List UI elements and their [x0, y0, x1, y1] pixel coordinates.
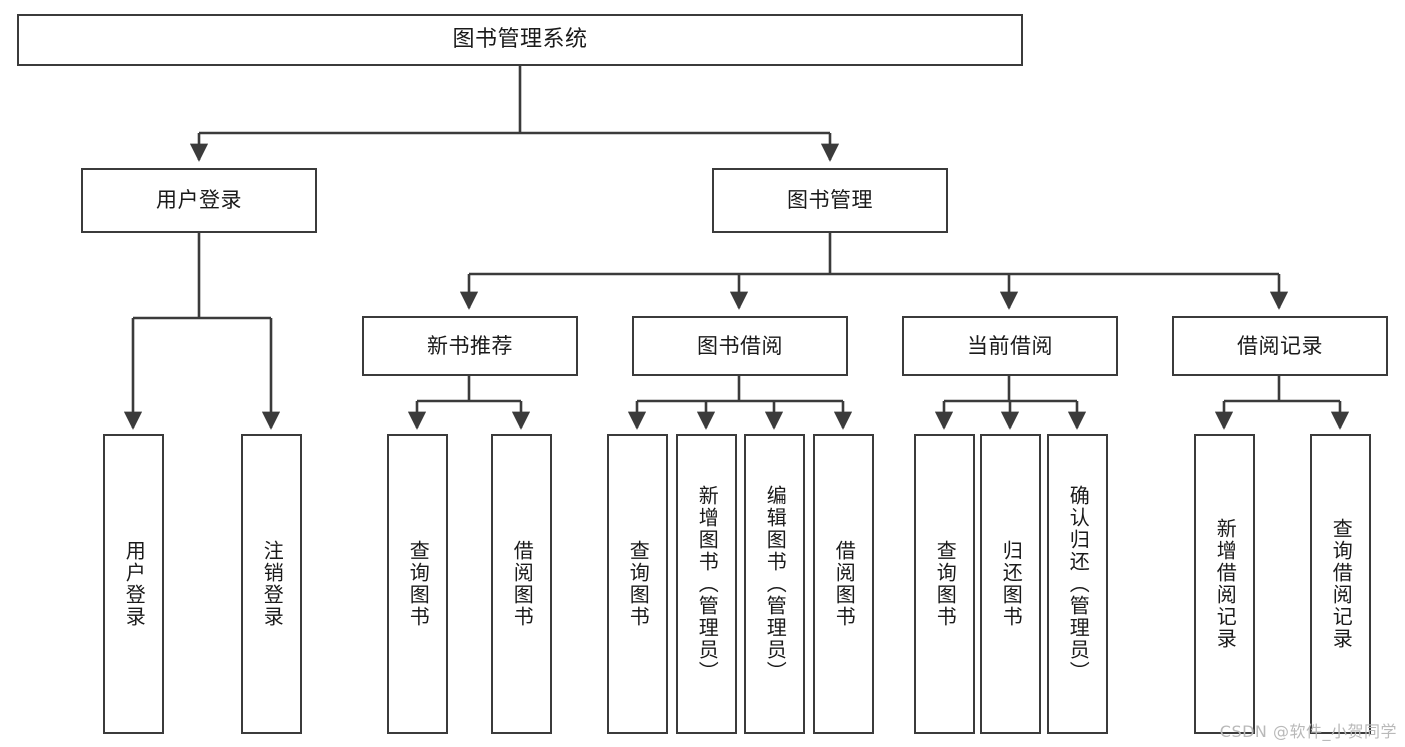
node-leaf-edit-book-label: 编辑图书（管理员）: [763, 485, 788, 683]
node-leaf-query-book-3[interactable]: 查询图书: [914, 434, 975, 734]
node-leaf-query-record[interactable]: 查询借阅记录: [1310, 434, 1371, 734]
node-leaf-borrow-book-1-label: 借阅图书: [510, 540, 535, 628]
node-leaf-query-book-3-label: 查询图书: [933, 540, 958, 628]
node-leaf-borrow-book-2-label: 借阅图书: [832, 540, 857, 628]
node-current-borrow[interactable]: 当前借阅: [902, 316, 1118, 376]
node-borrow-record[interactable]: 借阅记录: [1172, 316, 1388, 376]
node-leaf-confirm-return[interactable]: 确认归还（管理员）: [1047, 434, 1108, 734]
node-user-login-label: 用户登录: [156, 188, 242, 213]
node-leaf-logout[interactable]: 注销登录: [241, 434, 302, 734]
node-leaf-borrow-book-1[interactable]: 借阅图书: [491, 434, 552, 734]
node-leaf-return-book[interactable]: 归还图书: [980, 434, 1041, 734]
node-root[interactable]: 图书管理系统: [17, 14, 1023, 66]
node-borrow-record-label: 借阅记录: [1237, 333, 1323, 358]
node-book-manage[interactable]: 图书管理: [712, 168, 948, 233]
node-leaf-add-record-label: 新增借阅记录: [1213, 518, 1238, 650]
node-new-book-recommend[interactable]: 新书推荐: [362, 316, 578, 376]
node-leaf-user-login-label: 用户登录: [122, 540, 147, 628]
node-user-login[interactable]: 用户登录: [81, 168, 317, 233]
csdn-watermark: CSDN @软件_小贺同学: [1219, 722, 1397, 741]
node-leaf-add-record[interactable]: 新增借阅记录: [1194, 434, 1255, 734]
node-leaf-return-book-label: 归还图书: [999, 540, 1024, 628]
node-book-manage-label: 图书管理: [787, 188, 873, 213]
node-leaf-query-record-label: 查询借阅记录: [1329, 518, 1354, 650]
node-root-label: 图书管理系统: [452, 27, 588, 53]
node-leaf-logout-label: 注销登录: [260, 540, 285, 628]
node-leaf-query-book-1-label: 查询图书: [406, 540, 431, 628]
node-leaf-edit-book[interactable]: 编辑图书（管理员）: [744, 434, 805, 734]
node-book-borrow-label: 图书借阅: [697, 333, 783, 358]
node-leaf-confirm-return-label: 确认归还（管理员）: [1066, 485, 1091, 683]
node-leaf-add-book[interactable]: 新增图书（管理员）: [676, 434, 737, 734]
node-leaf-user-login[interactable]: 用户登录: [103, 434, 164, 734]
node-leaf-query-book-1[interactable]: 查询图书: [387, 434, 448, 734]
node-new-book-recommend-label: 新书推荐: [427, 333, 513, 358]
node-book-borrow[interactable]: 图书借阅: [632, 316, 848, 376]
node-current-borrow-label: 当前借阅: [967, 333, 1053, 358]
node-leaf-query-book-2-label: 查询图书: [626, 540, 651, 628]
node-leaf-query-book-2[interactable]: 查询图书: [607, 434, 668, 734]
node-leaf-borrow-book-2[interactable]: 借阅图书: [813, 434, 874, 734]
node-leaf-add-book-label: 新增图书（管理员）: [695, 485, 720, 683]
